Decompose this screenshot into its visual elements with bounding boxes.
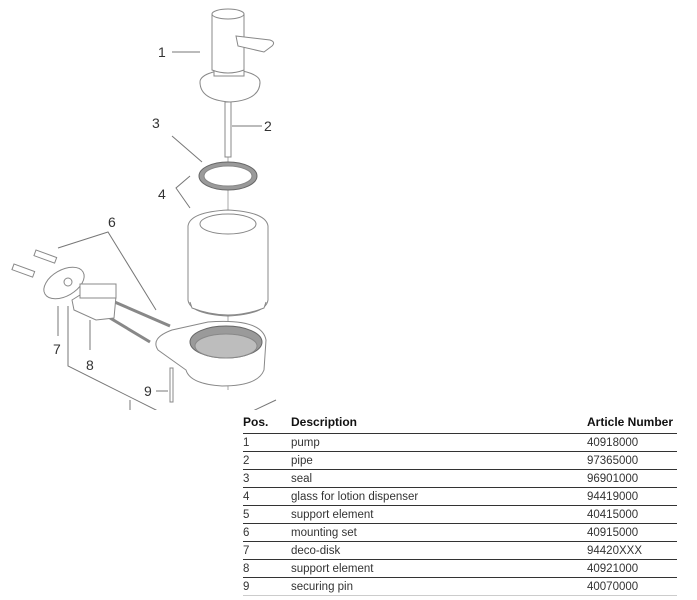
callout-3: 3: [152, 115, 160, 131]
row-description: deco-disk: [291, 541, 587, 560]
row-pos: 6: [243, 523, 291, 542]
row-pos: 3: [243, 469, 291, 488]
deco-disk-part: [43, 266, 85, 300]
table-header-row: Pos. Description Article Number: [243, 413, 677, 434]
row-pos: 4: [243, 487, 291, 506]
row-description: securing pin: [291, 577, 587, 596]
header-description: Description: [291, 413, 587, 434]
mounting-set-part: [11, 249, 171, 344]
support-element-part: [155, 320, 267, 387]
pipe-part: [224, 101, 232, 158]
header-article-number: Article Number: [587, 413, 677, 434]
row-description: support element: [291, 559, 587, 578]
pump-part: [199, 8, 275, 103]
support-element-bracket-part: [71, 283, 117, 321]
row-pos: 9: [243, 577, 291, 596]
row-article-number: 40070000: [587, 577, 677, 596]
row-pos: 5: [243, 505, 291, 524]
row-pos: 7: [243, 541, 291, 560]
callout-8: 8: [86, 357, 94, 373]
callout-4: 4: [158, 186, 166, 202]
row-article-number: 40415000: [587, 505, 677, 524]
header-pos: Pos.: [243, 413, 291, 434]
row-pos: 2: [243, 451, 291, 470]
row-description: support element: [291, 505, 587, 524]
row-article-number: 97365000: [587, 451, 677, 470]
row-description: pipe: [291, 451, 587, 470]
securing-pin-part: [169, 367, 174, 403]
row-article-number: 94420XXX: [587, 541, 677, 560]
row-description: mounting set: [291, 523, 587, 542]
callout-2: 2: [264, 118, 272, 134]
row-pos: 8: [243, 559, 291, 578]
row-article-number: 96901000: [587, 469, 677, 488]
callout-7: 7: [53, 341, 61, 357]
row-pos: 1: [243, 433, 291, 452]
row-article-number: 94419000: [587, 487, 677, 506]
row-description: glass for lotion dispenser: [291, 487, 587, 506]
row-article-number: 40915000: [587, 523, 677, 542]
callout-6: 6: [108, 214, 116, 230]
glass-part: [187, 209, 269, 317]
row-article-number: 40918000: [587, 433, 677, 452]
row-article-number: 40921000: [587, 559, 677, 578]
seal-part: [198, 161, 258, 191]
row-description: seal: [291, 469, 587, 488]
exploded-view-diagram: 1 2 3 4 5 6 7 8 9: [11, 8, 277, 410]
callout-1: 1: [158, 44, 166, 60]
callout-9: 9: [144, 383, 152, 399]
row-description: pump: [291, 433, 587, 452]
